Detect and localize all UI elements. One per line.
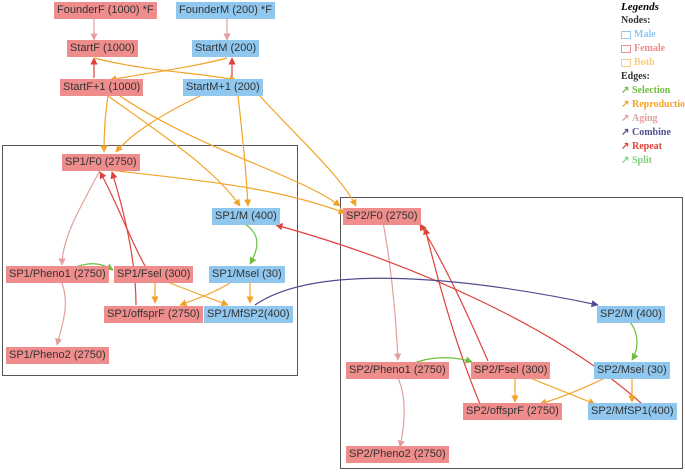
edge-repeat (99, 171, 146, 267)
edge-arrow-icon: ↗ (621, 85, 630, 96)
edge-reproduction (237, 95, 252, 207)
node-sp2-msel[interactable]: SP2/Msel (30) (594, 362, 670, 379)
node-sp1-msel[interactable]: SP1/Msel (30) (209, 266, 285, 283)
edge-arrow-icon: ↗ (621, 141, 630, 152)
node-sp2-fsel[interactable]: SP2/Fsel (300) (471, 362, 551, 379)
legend-edge-combine: ↗Combine (621, 127, 671, 138)
node-sp2-offsprf[interactable]: SP2/offsprF (2750) (463, 403, 562, 420)
legend-nodes-heading: Nodes: (621, 15, 651, 26)
edge-aging (397, 377, 405, 448)
edge-aging (58, 169, 101, 266)
edge-reproduction (115, 95, 201, 153)
node-founderm[interactable]: FounderM (200) *F (176, 2, 275, 19)
edge-selection (244, 223, 258, 265)
node-sp1-f0[interactable]: SP1/F0 (2750) (62, 154, 140, 171)
node-sp1-pheno2[interactable]: SP1/Pheno2 (2750) (6, 347, 109, 364)
edge-arrow-icon: ↗ (621, 155, 630, 166)
node-sp2-pheno1[interactable]: SP2/Pheno1 (2750) (346, 362, 449, 379)
legend-edge-repeat: ↗Repeat (621, 141, 662, 152)
node-sp2-m[interactable]: SP2/M (400) (597, 306, 665, 323)
legend-node-female: Female (621, 42, 685, 56)
node-startf[interactable]: StartF (1000) (67, 40, 138, 57)
legend-edge-split: ↗Split (621, 155, 653, 166)
edge-arrow-icon: ↗ (621, 127, 630, 138)
edge-reproduction (93, 57, 237, 83)
node-swatch-icon (621, 44, 631, 53)
node-sp2-pheno2[interactable]: SP2/Pheno2 (2750) (346, 446, 449, 463)
edge-reproduction (529, 377, 596, 405)
edge-repeat (419, 223, 489, 362)
node-sp1-pheno1[interactable]: SP1/Pheno1 (2750) (6, 266, 109, 283)
legend-edge-types: ↗Selection ↗Reproduction ↗Aging ↗Combine ↗Re… (621, 84, 685, 168)
edge-reproduction (109, 169, 346, 215)
edge-reproduction (100, 95, 109, 153)
edge-reproduction (109, 57, 228, 83)
edge-reproduction (539, 377, 606, 406)
node-founderf[interactable]: FounderF (1000) *F (54, 2, 157, 19)
edge-reproduction (169, 282, 229, 307)
node-swatch-icon (621, 30, 631, 39)
subpopulation-2-frame (340, 197, 683, 469)
node-sp2-mfsp1[interactable]: SP2/MfSP1(400) (588, 403, 677, 420)
subpopulation-1-frame (2, 145, 298, 376)
edge-repeat (110, 171, 137, 306)
legend-edge-aging: ↗Aging (621, 113, 658, 124)
legend-edge-selection: ↗Selection (621, 85, 671, 96)
legend-node-both: Both (621, 56, 685, 70)
edge-aging (382, 221, 402, 361)
node-sp1-fsel[interactable]: SP1/Fsel (300) (114, 266, 194, 283)
node-sp1-offsprf[interactable]: SP1/offsprF (2750) (104, 306, 203, 323)
legend-node-male: Male (621, 28, 685, 42)
node-startm[interactable]: StartM (200) (192, 40, 260, 57)
edge-combine (254, 277, 599, 308)
edge-selection (629, 321, 639, 361)
edge-reproduction (119, 95, 341, 207)
edge-reproduction (179, 282, 231, 307)
edge-arrow-icon: ↗ (621, 99, 630, 110)
node-startf-plus-1[interactable]: StartF+1 (1000) (60, 79, 144, 96)
edge-repeat (423, 227, 481, 405)
legend-edges-heading: Edges: (621, 71, 650, 82)
edge-aging (55, 282, 66, 346)
node-sp1-mfsp2[interactable]: SP1/MfSP2(400) (204, 306, 293, 323)
edge-arrow-icon: ↗ (621, 113, 630, 124)
edge-reproduction (259, 95, 357, 207)
legend-edge-reproduction: ↗Reproduction (621, 99, 685, 110)
edge-repeat (275, 223, 643, 405)
edge-reproduction (107, 95, 241, 207)
node-swatch-icon (621, 58, 631, 67)
node-sp2-f0[interactable]: SP2/F0 (2750) (343, 208, 421, 225)
node-startm-plus-1[interactable]: StartM+1 (200) (183, 79, 263, 96)
legend-title: Legends (621, 1, 659, 13)
node-sp1-m[interactable]: SP1/M (400) (212, 208, 280, 225)
